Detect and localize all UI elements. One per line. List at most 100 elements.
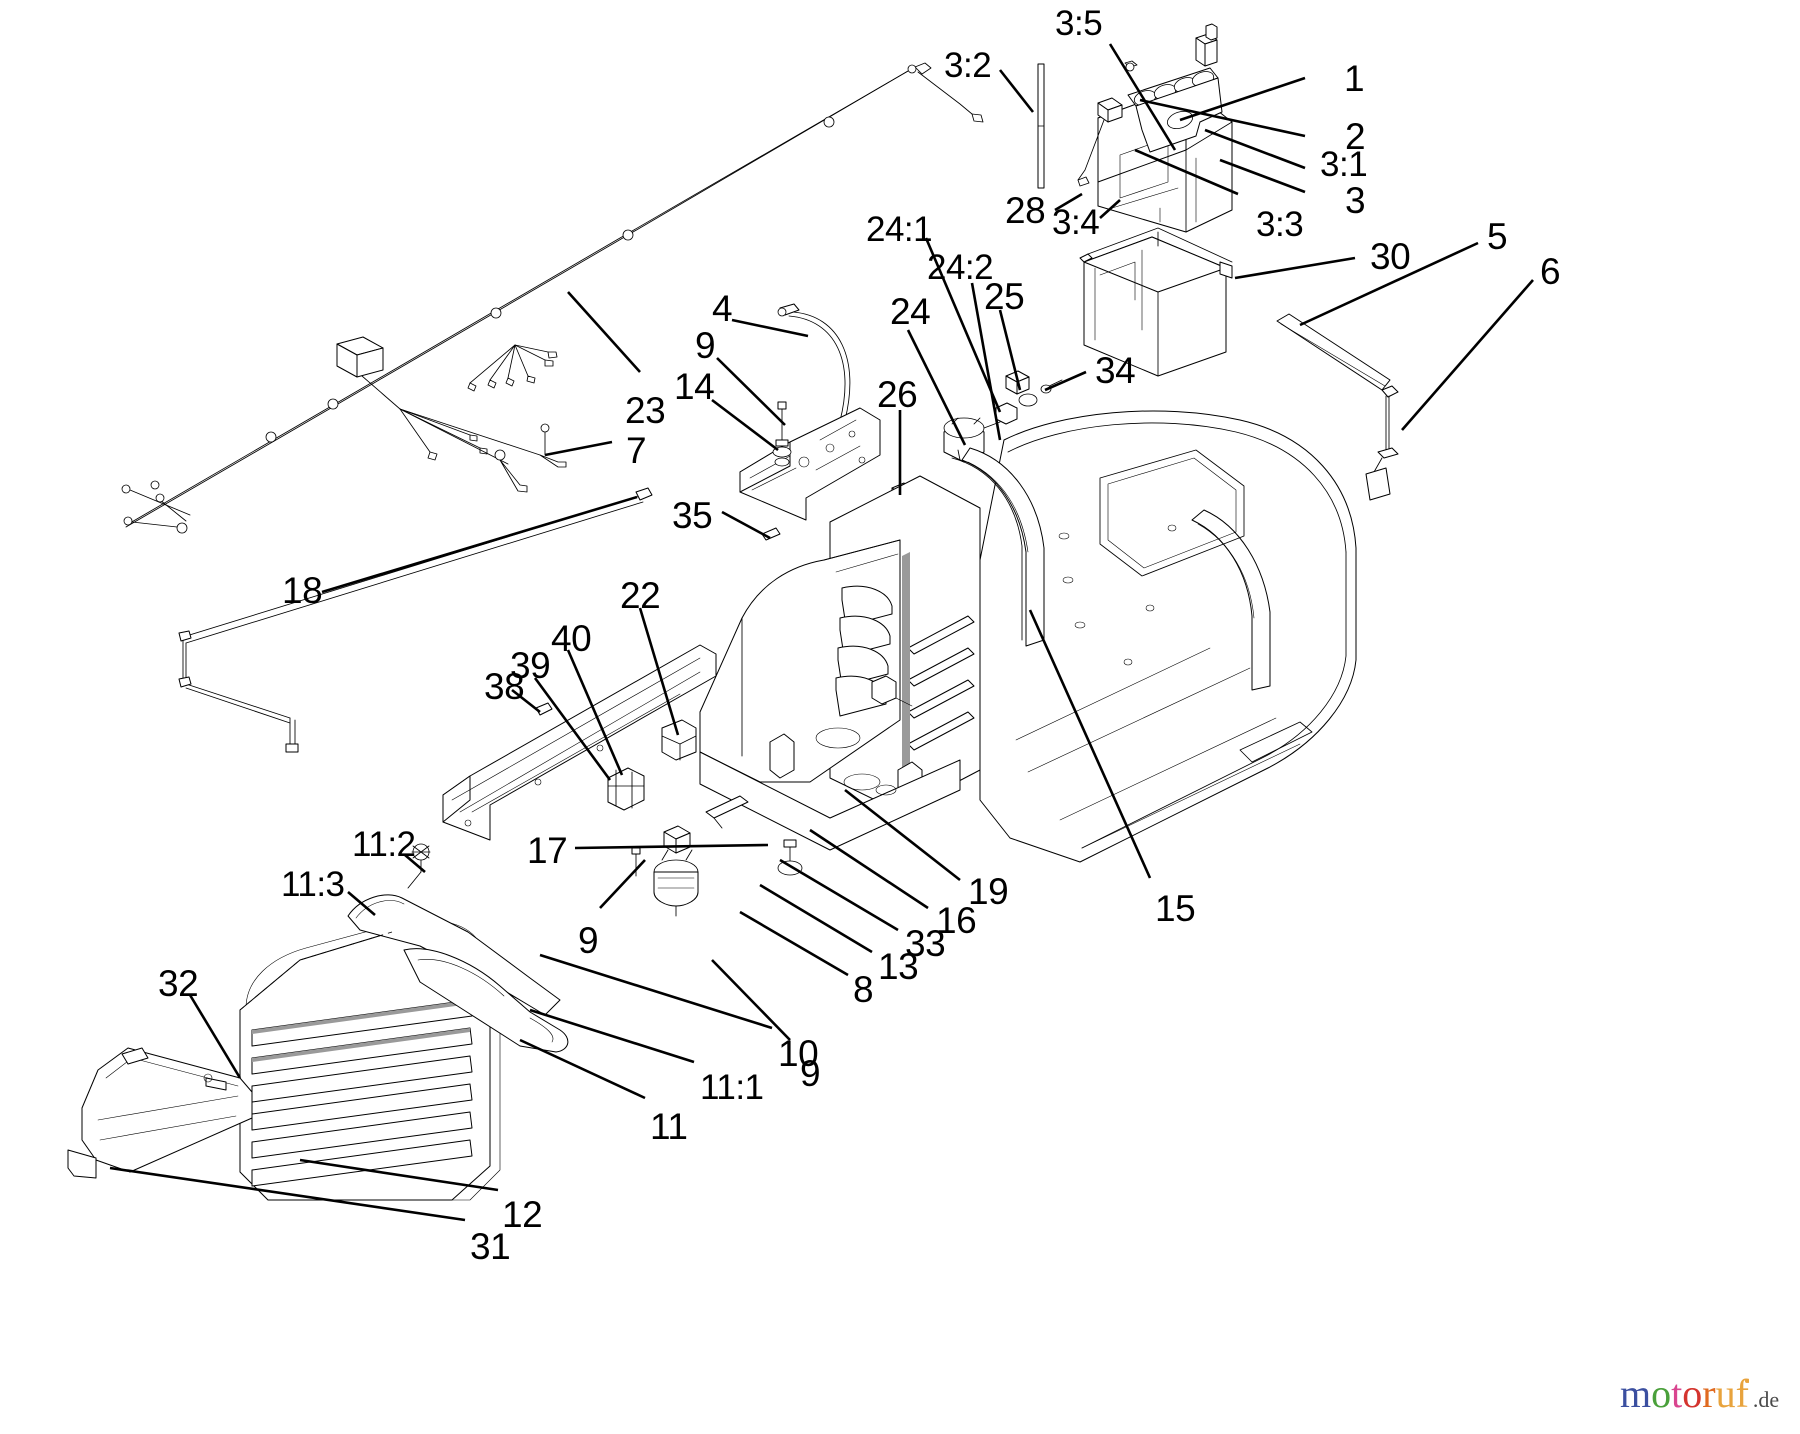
leader-line-23 xyxy=(567,291,641,373)
hood-louvers-right xyxy=(907,615,975,751)
callout-3-2[interactable]: 3:2 xyxy=(944,46,992,85)
callout-3-4[interactable]: 3:4 xyxy=(1052,203,1100,242)
watermark-dot xyxy=(1744,1379,1749,1383)
callout-25[interactable]: 25 xyxy=(984,276,1025,317)
callout-3-1[interactable]: 3:1 xyxy=(1320,145,1368,184)
callout-15[interactable]: 15 xyxy=(1155,888,1196,929)
callout-16[interactable]: 16 xyxy=(936,900,977,941)
leader-line-24 xyxy=(906,329,967,446)
leader-line-3-4 xyxy=(1099,199,1121,219)
callout-40[interactable]: 40 xyxy=(551,618,592,659)
callout-3-3[interactable]: 3:3 xyxy=(1256,205,1304,244)
battery-tray xyxy=(1079,227,1233,377)
leader-line-15 xyxy=(1028,609,1152,879)
leader-line-10 xyxy=(539,953,773,1030)
leader-line-32 xyxy=(188,994,242,1079)
leader-line-33 xyxy=(779,858,899,932)
callout-13[interactable]: 13 xyxy=(878,946,919,987)
watermark-letter: r xyxy=(1702,1371,1716,1416)
leader-line-28 xyxy=(1054,192,1083,212)
callout-31[interactable]: 31 xyxy=(470,1226,511,1267)
leader-line-12 xyxy=(299,1158,499,1192)
callout-7[interactable]: 7 xyxy=(626,430,647,471)
leader-line-24-2 xyxy=(970,282,1002,441)
watermark-letter: o xyxy=(1651,1371,1672,1416)
leader-line-38 xyxy=(511,688,541,714)
leader-line-34 xyxy=(1044,370,1087,392)
callout-39[interactable]: 39 xyxy=(510,645,551,686)
callout-17[interactable]: 17 xyxy=(527,830,568,871)
callout-30[interactable]: 30 xyxy=(1370,236,1411,277)
callout-3[interactable]: 3 xyxy=(1345,180,1366,221)
hood-assembly xyxy=(699,475,981,851)
callout-2[interactable]: 2 xyxy=(1345,116,1366,157)
battery-assembly xyxy=(1037,23,1233,233)
callout-11-1[interactable]: 11:1 xyxy=(700,1068,764,1107)
leader-line-5 xyxy=(1299,241,1479,327)
watermark-letter: u xyxy=(1715,1371,1736,1416)
front-grille-assembly xyxy=(67,843,569,1201)
callout-23[interactable]: 23 xyxy=(625,390,666,431)
hood-support-rod-18 xyxy=(178,487,653,753)
callout-33[interactable]: 33 xyxy=(905,923,946,964)
callout-3-5[interactable]: 3:5 xyxy=(1055,4,1103,43)
callout-34[interactable]: 34 xyxy=(1095,350,1136,391)
leader-line-3-2 xyxy=(998,69,1035,113)
callout-32[interactable]: 32 xyxy=(158,963,199,1004)
leader-line-9 xyxy=(599,859,646,909)
callout-26[interactable]: 26 xyxy=(877,374,918,415)
leader-line-3-3 xyxy=(1134,148,1239,196)
callout-38[interactable]: 38 xyxy=(484,666,525,707)
callout-14[interactable]: 14 xyxy=(674,366,715,407)
leader-line-2 xyxy=(1139,98,1306,138)
leader-line-11 xyxy=(519,1038,646,1100)
watermark-letter: o xyxy=(1682,1371,1703,1416)
callout-12[interactable]: 12 xyxy=(502,1194,543,1235)
callout-4[interactable]: 4 xyxy=(712,288,733,329)
callout-5[interactable]: 5 xyxy=(1487,216,1508,257)
callout-9[interactable]: 9 xyxy=(695,325,716,366)
leader-line-30 xyxy=(1234,256,1356,280)
leader-line-39 xyxy=(533,677,612,781)
callout-9[interactable]: 9 xyxy=(578,920,599,961)
relay-clip-22 xyxy=(661,719,697,761)
callout-1[interactable]: 1 xyxy=(1344,58,1365,99)
leader-line-4 xyxy=(731,318,809,338)
callout-8[interactable]: 8 xyxy=(853,969,874,1010)
callout-24[interactable]: 24 xyxy=(890,291,931,332)
leader-line-17 xyxy=(574,843,769,850)
callout-11[interactable]: 11 xyxy=(650,1106,688,1147)
hood-support-rail xyxy=(442,644,717,841)
callout-6[interactable]: 6 xyxy=(1540,251,1561,292)
callout-24-1[interactable]: 24:1 xyxy=(866,210,933,249)
terminal-boot xyxy=(1195,23,1218,67)
leader-line-14 xyxy=(711,398,779,452)
leader-line-6 xyxy=(1401,279,1534,431)
callout-9[interactable]: 9 xyxy=(800,1053,821,1094)
leader-line-11-2 xyxy=(404,854,426,873)
callout-35[interactable]: 35 xyxy=(672,495,713,536)
battery-cell-caps xyxy=(1127,67,1223,153)
hood-rod-and-cable xyxy=(1276,313,1399,501)
leader-line-8 xyxy=(739,910,849,977)
callout-24-2[interactable]: 24:2 xyxy=(927,248,994,287)
leader-line-24-1 xyxy=(924,237,1002,413)
watermark-letter: m xyxy=(1620,1371,1652,1416)
watermark-letter: t xyxy=(1671,1371,1683,1416)
leader-line-13 xyxy=(759,883,873,954)
callout-28[interactable]: 28 xyxy=(1005,190,1046,231)
callout-10[interactable]: 10 xyxy=(778,1033,819,1074)
leader-line-40 xyxy=(566,649,624,776)
callout-22[interactable]: 22 xyxy=(620,575,661,616)
leader-line-3 xyxy=(1219,158,1306,194)
callout-11-2[interactable]: 11:2 xyxy=(352,825,416,864)
watermark-letter: f xyxy=(1735,1371,1749,1416)
front-bumper-trim xyxy=(67,1047,253,1179)
callout-11-3[interactable]: 11:3 xyxy=(281,865,345,904)
hood-grille-slats xyxy=(835,585,893,717)
console-bracket xyxy=(739,401,881,521)
callout-18[interactable]: 18 xyxy=(282,570,323,611)
callout-19[interactable]: 19 xyxy=(968,871,1009,912)
wire-harness-assembly xyxy=(121,62,984,534)
leader-line-35 xyxy=(721,510,771,540)
